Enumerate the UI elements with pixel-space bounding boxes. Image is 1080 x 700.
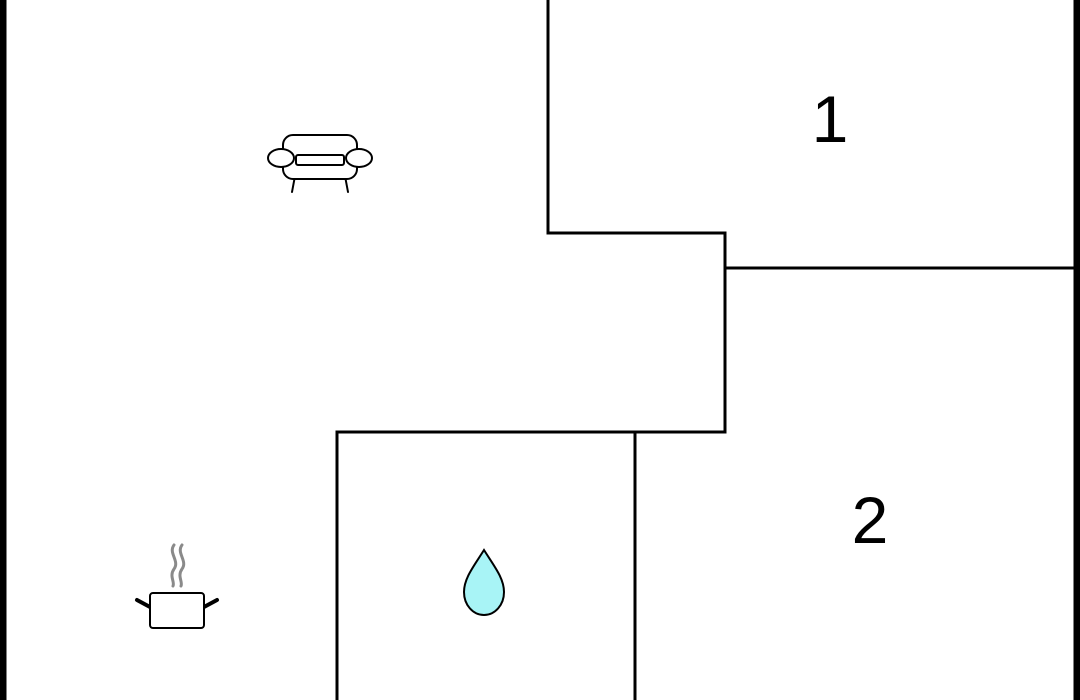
bedroom-1-wall — [335, 0, 727, 700]
cooking-pot-icon — [135, 543, 219, 629]
sofa-icon — [267, 134, 373, 193]
water-drop-icon — [462, 548, 506, 617]
pot-handle-left — [135, 598, 152, 609]
pot-handle-right — [202, 598, 219, 609]
room-label-2: 2 — [852, 483, 889, 557]
room-label-1: 1 — [812, 82, 849, 156]
